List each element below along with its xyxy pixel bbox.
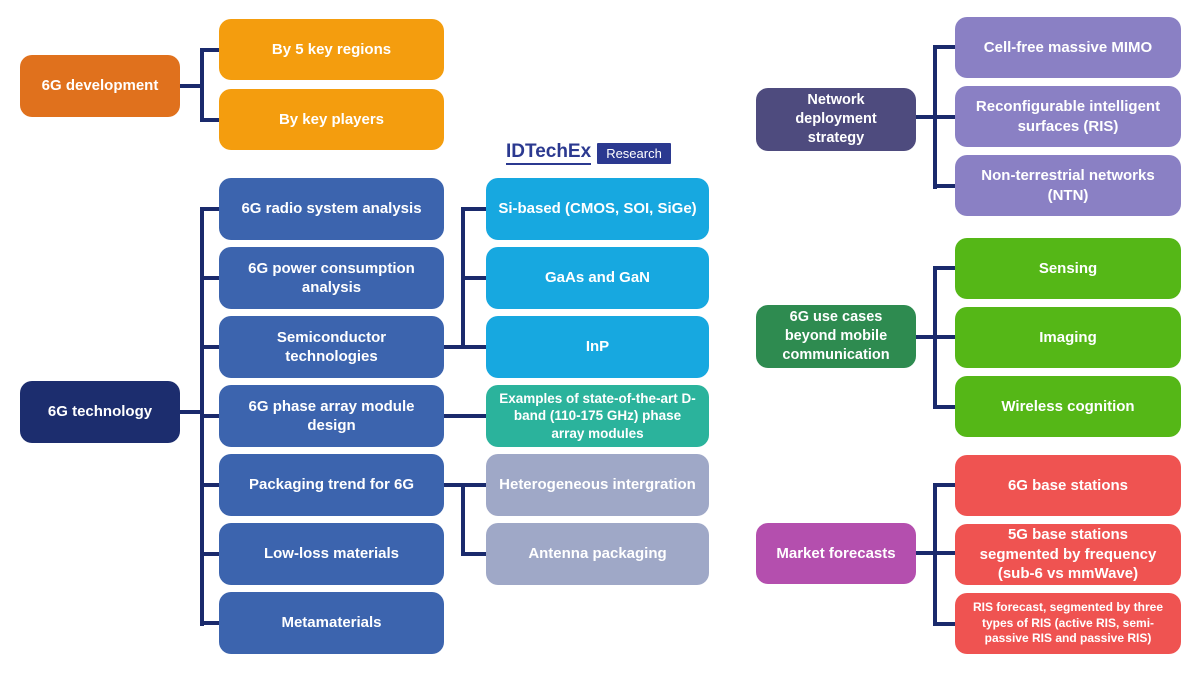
connector-h	[204, 621, 219, 625]
node-gaas-gan: GaAs and GaN	[486, 247, 709, 309]
node-cell-free-mimo: Cell-free massive MIMO	[955, 17, 1181, 78]
brand-research-badge: Research	[597, 143, 671, 164]
node-6g-base-stations: 6G base stations	[955, 455, 1181, 516]
node-ris-forecast: RIS forecast, segmented by three types o…	[955, 593, 1181, 654]
connector-h	[465, 276, 486, 280]
connector-h	[204, 276, 219, 280]
connector-h	[444, 345, 486, 349]
node-imaging: Imaging	[955, 307, 1181, 368]
connector-h	[937, 266, 955, 270]
connector-h	[937, 405, 955, 409]
connector-v	[461, 483, 465, 556]
connector-h	[465, 207, 486, 211]
node-low-loss-materials: Low-loss materials	[219, 523, 444, 585]
connector-v	[933, 483, 937, 626]
node-si-based: Si-based (CMOS, SOI, SiGe)	[486, 178, 709, 240]
connector-h	[937, 184, 955, 188]
node-sensing: Sensing	[955, 238, 1181, 299]
brand-name: IDTechEx	[506, 142, 592, 165]
node-power-consumption-analysis: 6G power consumption analysis	[219, 247, 444, 309]
connector-h	[204, 345, 219, 349]
node-market-forecasts: Market forecasts	[756, 523, 916, 584]
connector-h	[204, 48, 219, 52]
connector-h	[937, 45, 955, 49]
connector-h	[937, 622, 955, 626]
node-6g-use-cases: 6G use cases beyond mobile communication	[756, 305, 916, 368]
connector-h	[204, 483, 219, 487]
node-heterogeneous-integration: Heterogeneous intergration	[486, 454, 709, 516]
node-metamaterials: Metamaterials	[219, 592, 444, 654]
node-by-key-players: By key players	[219, 89, 444, 150]
idtechex-logo: IDTechEx Research	[506, 142, 671, 165]
node-phase-array-module-design: 6G phase array module design	[219, 385, 444, 447]
node-radio-system-analysis: 6G radio system analysis	[219, 178, 444, 240]
connector-h	[180, 410, 204, 414]
connector-h	[204, 552, 219, 556]
connector-v	[200, 207, 204, 626]
connector-h	[204, 207, 219, 211]
connector-h	[465, 552, 486, 556]
node-packaging-trend: Packaging trend for 6G	[219, 454, 444, 516]
node-5g-base-stations: 5G base stations segmented by frequency …	[955, 524, 1181, 585]
node-network-deployment-strategy: Network deployment strategy	[756, 88, 916, 151]
connector-h	[204, 118, 219, 122]
node-semiconductor-technologies: Semiconductor technologies	[219, 316, 444, 378]
connector-h	[937, 483, 955, 487]
node-6g-technology: 6G technology	[20, 381, 180, 443]
node-6g-development: 6G development	[20, 55, 180, 117]
node-ntn: Non-terrestrial networks (NTN)	[955, 155, 1181, 216]
node-antenna-packaging: Antenna packaging	[486, 523, 709, 585]
node-by-5-key-regions: By 5 key regions	[219, 19, 444, 80]
node-ris-surfaces: Reconfigurable intelligent surfaces (RIS…	[955, 86, 1181, 147]
connector-v	[933, 45, 937, 189]
connector-h	[204, 414, 219, 418]
node-wireless-cognition: Wireless cognition	[955, 376, 1181, 437]
connector-h	[180, 84, 204, 88]
connector-v	[933, 266, 937, 409]
node-dband-examples: Examples of state-of-the-art D-band (110…	[486, 385, 709, 447]
connector-h	[444, 483, 486, 487]
node-inp: InP	[486, 316, 709, 378]
connector-v	[200, 48, 204, 122]
connector-v	[461, 207, 465, 349]
connector-h	[444, 414, 486, 418]
